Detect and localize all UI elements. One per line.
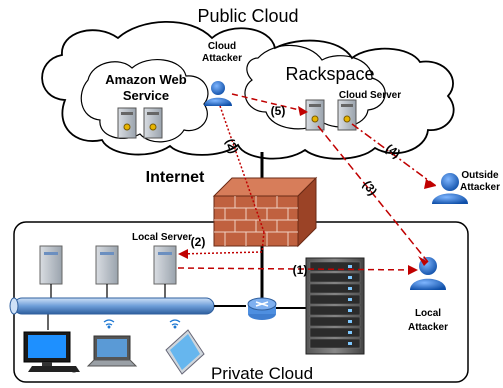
aws-label-line1: Amazon Web <box>105 72 186 87</box>
firewall-icon <box>212 176 318 248</box>
outside-attacker-label-line2: Attacker <box>460 182 500 193</box>
wifi-icon <box>103 319 181 329</box>
desktop-computer-icon <box>23 331 80 373</box>
cloud-server-label: Cloud Server <box>339 90 401 101</box>
local-server-icon <box>39 245 177 285</box>
router-icon <box>247 297 277 320</box>
attack-label-3: (3) <box>360 178 380 198</box>
attack-label-2-cloud: (2) <box>223 137 241 156</box>
rackspace-label: Rackspace <box>285 64 374 84</box>
attack-label-5: (5) <box>271 104 286 118</box>
cloud-attacker-label-line2: Attacker <box>202 53 242 64</box>
outside-attacker-icon <box>432 173 468 204</box>
server-connectors <box>47 284 166 330</box>
network-bus <box>9 297 246 315</box>
server-rack-icon <box>305 257 365 355</box>
tablet-icon <box>165 329 205 375</box>
aws-label-line2: Service <box>123 88 169 103</box>
internet-label: Internet <box>146 169 205 186</box>
local-attacker-label-line1: Local <box>415 308 441 319</box>
aws-server-icon <box>117 107 163 139</box>
public-cloud-title: Public Cloud <box>197 6 298 26</box>
local-server-label: Local Server <box>132 232 192 243</box>
cloud-attacker-label-line1: Cloud <box>208 41 236 52</box>
attack-label-2-local: (2) <box>191 235 206 249</box>
attack-label-1: (1) <box>293 263 308 277</box>
cloud-attacker-icon <box>204 81 232 106</box>
attack-paths <box>177 93 437 271</box>
attack-label-4: (4) <box>383 141 403 161</box>
laptop-icon <box>86 335 138 367</box>
attack-arrowheads <box>178 106 436 275</box>
cloud-server-icon <box>305 99 357 131</box>
local-attacker-label-line2: Attacker <box>408 322 448 333</box>
private-cloud-label: Private Cloud <box>211 364 313 383</box>
outside-attacker-label-line1: Outside <box>461 170 499 181</box>
